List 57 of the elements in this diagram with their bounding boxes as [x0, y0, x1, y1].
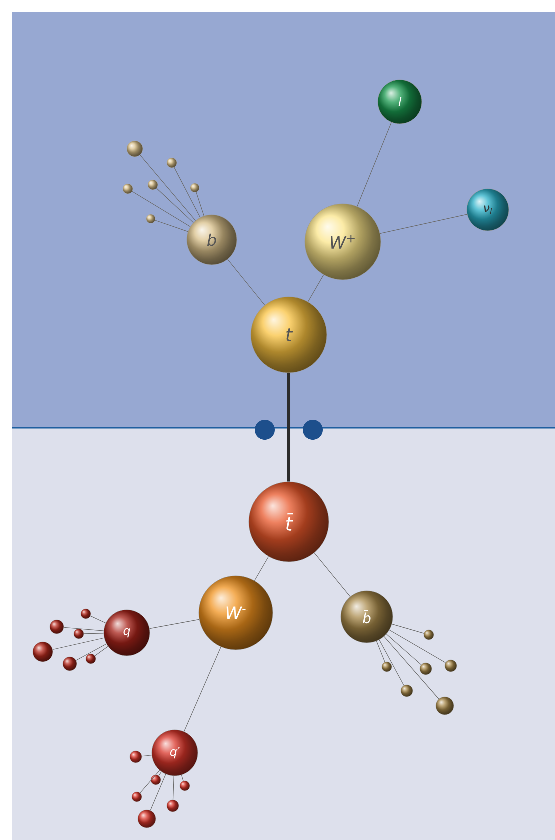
- particle-circle: [190, 183, 200, 193]
- particle-circle: [138, 810, 156, 828]
- particle-circle: [86, 654, 96, 664]
- connector-line: [76, 644, 107, 661]
- connector-line: [155, 220, 188, 232]
- connector-line: [389, 630, 446, 664]
- connector-line: [254, 556, 270, 582]
- connector-line: [196, 192, 204, 216]
- particle-circle: [148, 180, 158, 190]
- connector-line: [150, 774, 166, 811]
- connector-line: [150, 619, 200, 630]
- connector-line: [158, 772, 162, 776]
- connector-line: [380, 214, 468, 234]
- connector-line: [156, 188, 194, 224]
- connector-line: [181, 774, 184, 782]
- particle-circle: [122, 184, 134, 194]
- particle-circle: [146, 214, 156, 224]
- connector-line: [140, 770, 160, 794]
- connector-line: [172, 776, 174, 800]
- connector-line: [376, 641, 386, 663]
- particle-circle: [382, 662, 392, 672]
- particle-circle: [400, 684, 414, 698]
- connector-line: [140, 154, 196, 222]
- connector-line: [132, 191, 191, 228]
- connector-line: [384, 636, 440, 700]
- connector-line: [64, 627, 104, 632]
- particle-circle: [126, 140, 144, 158]
- particle-circle: [166, 158, 178, 168]
- connector-line: [90, 616, 106, 624]
- particle-circle: [436, 696, 454, 716]
- particle-circle: [50, 620, 64, 634]
- connector-line: [392, 624, 424, 634]
- thick-line: [288, 373, 290, 482]
- connector-line: [228, 259, 266, 306]
- connector-line: [94, 646, 108, 656]
- particle-circle: [180, 780, 190, 792]
- connector-line: [84, 633, 104, 634]
- particle-circle: [444, 660, 458, 672]
- connector-line: [142, 755, 152, 757]
- connector-line: [184, 646, 222, 732]
- particle-circle: [424, 630, 434, 640]
- particle-circle: [62, 656, 78, 672]
- particle-circle: [74, 628, 84, 640]
- particle-circle: [80, 608, 92, 620]
- particle-circle: [420, 662, 432, 676]
- connector-line: [379, 640, 404, 686]
- connector-line: [386, 634, 422, 666]
- connector-line: [357, 122, 392, 207]
- connector-line: [174, 167, 201, 218]
- particle-circle: [166, 800, 180, 812]
- particle-circle: [132, 792, 142, 802]
- connector-line: [308, 274, 324, 302]
- connector-line: [52, 638, 105, 650]
- connector-line: [314, 552, 351, 598]
- particle-circle: [130, 750, 142, 764]
- particle-circle: [150, 774, 162, 786]
- particle-circle: [32, 642, 54, 662]
